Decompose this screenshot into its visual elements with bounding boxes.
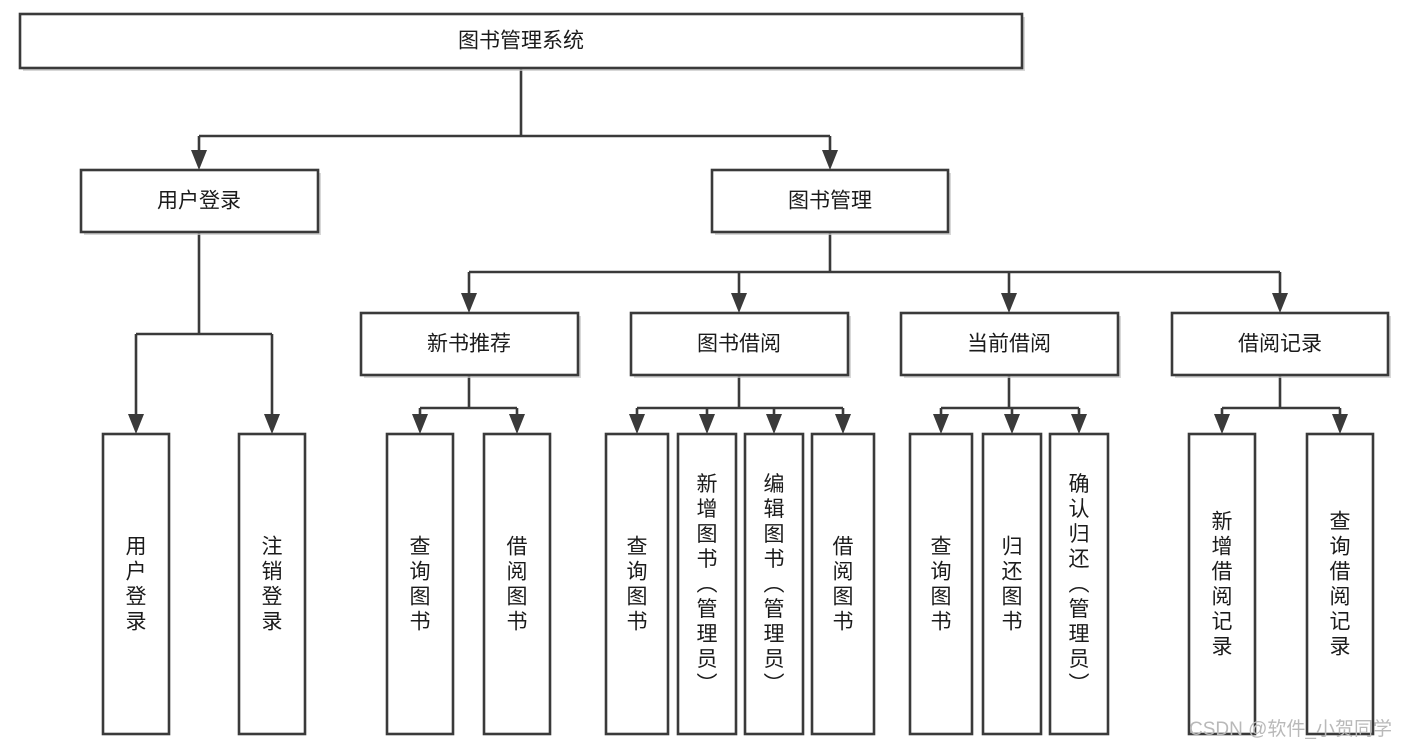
arrow-borrow-record-leaf-2 [1332, 414, 1348, 434]
node-new-book-rec-box [359, 311, 580, 377]
node-leaf-user-login[interactable]: 用户登录 [101, 432, 171, 736]
node-leaf-user-logout[interactable]: 注销登录 [237, 432, 307, 736]
node-leaf-borrow-query-book[interactable]: 查询图书 [604, 432, 670, 736]
arrow-new-book-rec-leaf-2 [509, 414, 525, 434]
node-current-borrow-box [899, 311, 1120, 377]
node-leaf-rec-borrow-book-box [482, 432, 552, 736]
arrow-book-manage-to-borrow-record [1272, 293, 1288, 313]
node-borrow-record[interactable]: 借阅记录 [1170, 311, 1391, 378]
node-new-book-rec[interactable]: 新书推荐 [359, 311, 581, 378]
node-leaf-record-add-label: 新增借阅记录 [1212, 511, 1233, 659]
node-user-login-label: 用户登录 [157, 190, 241, 213]
node-current-borrow-label: 当前借阅 [967, 333, 1051, 356]
arrow-book-borrow-leaf-3 [766, 414, 782, 434]
node-leaf-current-confirm-return[interactable]: 确认归还︵管理员︶ [1048, 432, 1110, 736]
node-leaf-current-return-book-label: 归还图书 [1002, 536, 1023, 634]
node-root[interactable]: 图书管理系统 [18, 12, 1025, 71]
node-leaf-user-logout-label: 注销登录 [262, 536, 283, 634]
arrow-user-login-leaf-2 [264, 414, 280, 434]
node-leaf-borrow-borrow-book[interactable]: 借阅图书 [810, 432, 876, 736]
node-leaf-borrow-edit-book-label: 编辑图书︵管理员︶ [764, 473, 785, 696]
node-book-borrow[interactable]: 图书借阅 [629, 311, 851, 378]
node-leaf-current-query-book[interactable]: 查询图书 [908, 432, 974, 736]
node-new-book-rec-label: 新书推荐 [427, 333, 511, 356]
node-book-manage-box [710, 168, 950, 234]
node-leaf-user-logout-box [237, 432, 307, 736]
node-leaf-rec-query-book[interactable]: 查询图书 [385, 432, 455, 736]
arrow-root-to-book-manage [822, 150, 838, 170]
csdn-watermark: CSDN @软件_小贺同学 [1189, 718, 1392, 740]
node-leaf-rec-borrow-book[interactable]: 借阅图书 [482, 432, 552, 736]
arrow-book-borrow-leaf-1 [629, 414, 645, 434]
arrow-new-book-rec-leaf-1 [412, 414, 428, 434]
node-current-borrow[interactable]: 当前借阅 [899, 311, 1121, 378]
node-book-manage-label: 图书管理 [788, 190, 872, 213]
node-leaf-borrow-edit-book[interactable]: 编辑图书︵管理员︶ [743, 432, 805, 736]
node-book-borrow-box [629, 311, 850, 377]
node-leaf-current-confirm-return-label: 确认归还︵管理员︶ [1069, 473, 1090, 696]
node-leaf-current-query-book-label: 查询图书 [931, 536, 952, 634]
node-borrow-record-label: 借阅记录 [1238, 333, 1322, 356]
arrow-book-borrow-leaf-2 [699, 414, 715, 434]
node-leaf-current-confirm-return-box [1048, 432, 1110, 736]
node-leaf-borrow-query-book-box [604, 432, 670, 736]
arrow-book-manage-to-current-borrow [1001, 293, 1017, 313]
arrow-book-manage-to-new-book-rec [461, 293, 477, 313]
node-leaf-borrow-add-book[interactable]: 新增图书︵管理员︶ [676, 432, 738, 736]
arrow-current-borrow-leaf-3 [1071, 414, 1087, 434]
node-user-login-box [79, 168, 320, 234]
node-leaf-rec-query-book-label: 查询图书 [410, 536, 431, 634]
node-leaf-rec-query-book-box [385, 432, 455, 736]
node-root-box [18, 12, 1024, 70]
connector-layer [128, 68, 1348, 434]
node-leaf-current-return-book[interactable]: 归还图书 [981, 432, 1043, 736]
node-leaf-borrow-borrow-book-label: 借阅图书 [833, 536, 854, 634]
node-leaf-borrow-edit-book-box [743, 432, 805, 736]
node-book-borrow-label: 图书借阅 [697, 333, 781, 356]
node-leaf-current-return-book-box [981, 432, 1043, 736]
node-leaf-current-query-book-box [908, 432, 974, 736]
node-leaf-record-query-label: 查询借阅记录 [1330, 511, 1351, 659]
node-root-label: 图书管理系统 [458, 30, 584, 53]
node-leaf-record-add-box [1187, 432, 1257, 736]
node-book-manage[interactable]: 图书管理 [710, 168, 951, 235]
arrow-current-borrow-leaf-2 [1004, 414, 1020, 434]
node-leaf-borrow-query-book-label: 查询图书 [627, 536, 648, 634]
arrow-user-login-leaf-1 [128, 414, 144, 434]
node-leaf-borrow-add-book-box [676, 432, 738, 736]
arrow-root-to-user-login [191, 150, 207, 170]
node-leaf-record-query-box [1305, 432, 1375, 736]
node-leaf-record-add[interactable]: 新增借阅记录 [1187, 432, 1257, 736]
arrow-current-borrow-leaf-1 [933, 414, 949, 434]
arrow-borrow-record-leaf-1 [1214, 414, 1230, 434]
node-leaf-user-login-label: 用户登录 [126, 536, 147, 634]
node-leaf-rec-borrow-book-label: 借阅图书 [507, 536, 528, 634]
node-leaf-record-query[interactable]: 查询借阅记录 [1305, 432, 1375, 736]
node-borrow-record-box [1170, 311, 1390, 377]
arrow-book-borrow-leaf-4 [835, 414, 851, 434]
node-leaf-borrow-borrow-book-box [810, 432, 876, 736]
node-leaf-borrow-add-book-label: 新增图书︵管理员︶ [697, 473, 718, 696]
node-leaf-user-login-box [101, 432, 171, 736]
arrow-book-manage-to-book-borrow [731, 293, 747, 313]
node-user-login[interactable]: 用户登录 [79, 168, 321, 235]
